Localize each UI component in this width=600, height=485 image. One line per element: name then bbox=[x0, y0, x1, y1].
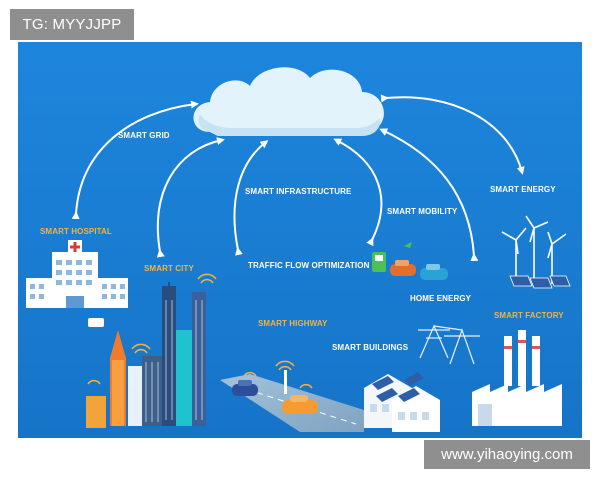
car-icon bbox=[390, 260, 416, 276]
wifi-icon bbox=[87, 273, 217, 385]
label-smart-grid: SMART GRID bbox=[118, 131, 170, 140]
solar-panel-icon bbox=[509, 275, 571, 289]
power-tower-icon bbox=[418, 324, 480, 365]
watermark-tag: TG: MYYJJPP bbox=[10, 9, 134, 40]
car-icon bbox=[282, 395, 318, 414]
label-smart-mobility: SMART MOBILITY bbox=[387, 207, 458, 216]
hospital-building bbox=[26, 240, 128, 327]
arrow-smart-energy bbox=[380, 94, 525, 175]
arrow-smart-city bbox=[156, 137, 225, 258]
label-home-energy: HOME ENERGY bbox=[410, 294, 472, 303]
watermark-url: www.yihaoying.com bbox=[424, 440, 590, 469]
car-icon bbox=[420, 264, 448, 280]
label-smart-city: SMART CITY bbox=[144, 264, 194, 273]
ambulance-icon bbox=[88, 318, 104, 327]
smart-buildings bbox=[364, 372, 440, 432]
ev-charging bbox=[372, 242, 448, 280]
label-smart-energy: SMART ENERGY bbox=[490, 185, 556, 194]
arrow-smart-mobility bbox=[333, 138, 383, 247]
car-icon bbox=[232, 380, 258, 396]
label-smart-infrastructure: SMART INFRASTRUCTURE bbox=[245, 187, 352, 196]
arrow-smart-grid bbox=[71, 100, 199, 220]
label-traffic-flow: TRAFFIC FLOW OPTIMIZATION bbox=[248, 261, 370, 270]
connection-arrows bbox=[71, 94, 525, 262]
highway-road bbox=[220, 360, 364, 432]
label-smart-factory: SMART FACTORY bbox=[494, 311, 564, 320]
label-smart-hospital: SMART HOSPITAL bbox=[40, 227, 112, 236]
city-skyline bbox=[86, 273, 217, 428]
arrow-traffic bbox=[233, 140, 269, 256]
factory-building bbox=[472, 330, 562, 426]
label-smart-highway: SMART HIGHWAY bbox=[258, 319, 328, 328]
cloud-icon bbox=[193, 67, 384, 136]
label-smart-buildings: SMART BUILDINGS bbox=[332, 343, 409, 352]
